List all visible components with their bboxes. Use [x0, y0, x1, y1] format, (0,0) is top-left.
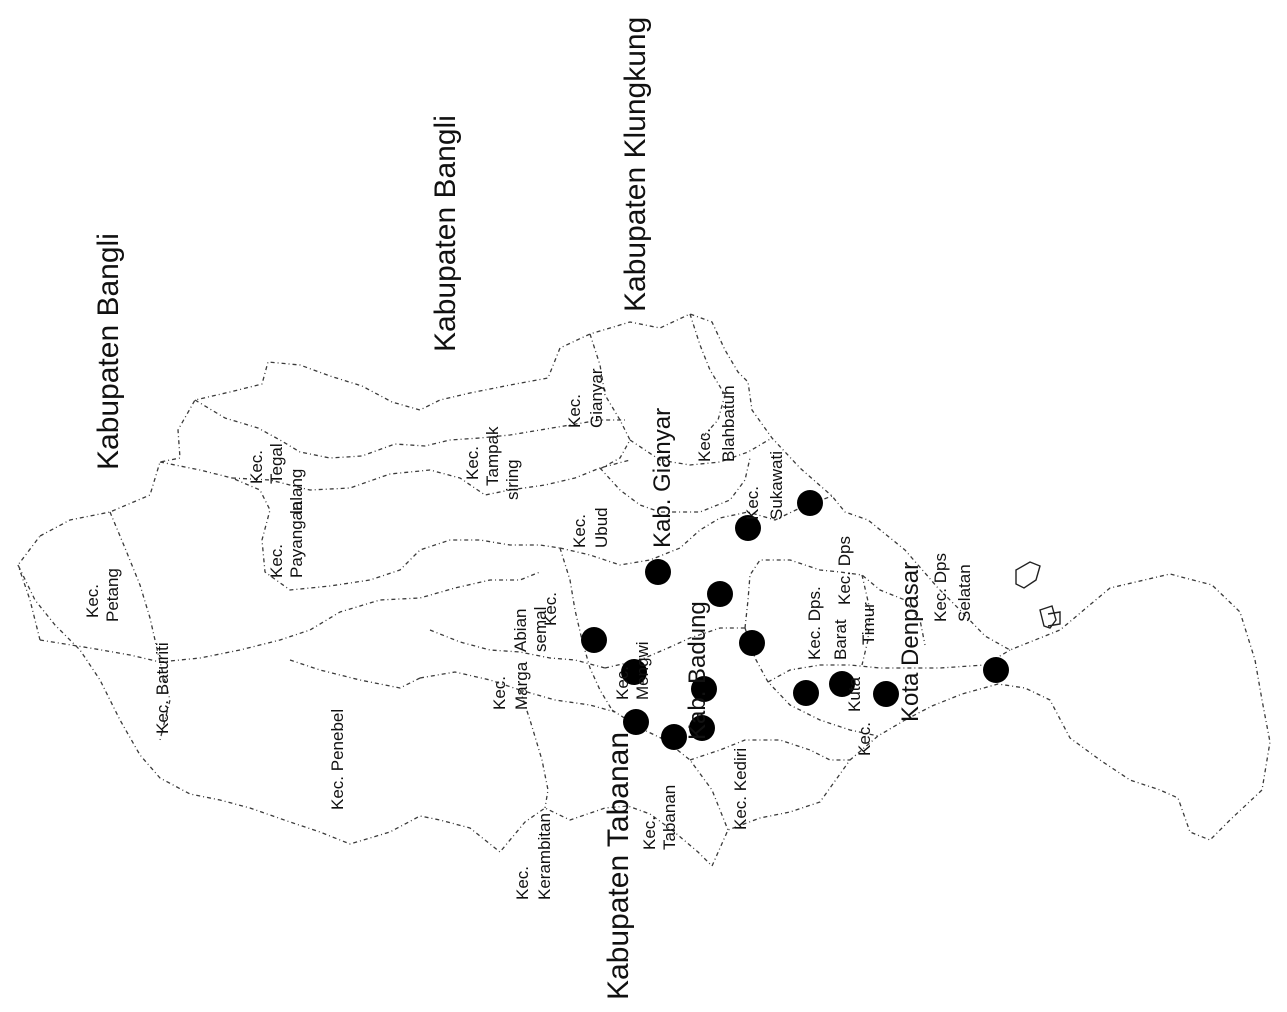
label-kec-blahbatuh: Kec. Blahbatuh [695, 385, 738, 462]
location-marker [829, 671, 855, 697]
regency-labels: Kabupaten Bangli Kabupaten Bangli Kabupa… [92, 17, 924, 1000]
label-kabupaten-tabanan: Kabupaten Tabanan [602, 732, 635, 1000]
location-marker [689, 715, 715, 741]
label-kec-kediri: Kec. Kediri [731, 748, 750, 830]
label-kab-badung: Kab. Badung [684, 601, 711, 740]
boundary-line-17 [744, 627, 879, 737]
label-kec-baturiti: Kec. Baturiti [153, 642, 172, 734]
label-kec-sukawati: Kec. Sukawati [743, 451, 786, 520]
boundary-line-5 [231, 459, 631, 496]
boundary-layer [17, 313, 1271, 867]
boundary-line-21 [689, 739, 850, 761]
islet-shape [1039, 605, 1061, 629]
outer-coastline-boundary [17, 313, 1271, 867]
location-marker [739, 630, 765, 656]
location-marker [735, 515, 761, 541]
label-kec-tampaksiring: Kec. Tampak siring [463, 422, 522, 500]
location-marker [873, 681, 899, 707]
boundary-line-22 [519, 689, 549, 809]
location-marker [793, 680, 819, 706]
boundary-line-18 [767, 649, 1011, 683]
location-marker [691, 676, 717, 702]
label-kec-mengwi: Kec. Mengwi [613, 641, 652, 700]
label-kab-gianyar: Kab. Gianyar [649, 408, 676, 548]
marker-layer [581, 490, 1009, 750]
label-kec-petang: Kec. Petang [83, 568, 122, 622]
location-marker [621, 659, 647, 685]
boundary-line-6 [194, 399, 625, 459]
label-kec-dps-timur: Kec. Dps Timur [835, 531, 878, 645]
location-marker [661, 724, 687, 750]
label-kec-penebel: Kec. Penebel [328, 709, 347, 810]
location-marker [707, 581, 733, 607]
boundary-line-11 [559, 495, 833, 566]
label-kec-tabanan: Kec. Tabanan [640, 785, 679, 850]
boundary-line-7 [589, 333, 631, 471]
label-kec-marga: Kec. Marga [490, 661, 531, 710]
label-kec-dps-selatan: Kec. Dps Selatan [931, 548, 974, 622]
boundary-line-12 [559, 547, 613, 711]
boundary-line-20 [611, 709, 729, 831]
label-kec-payangan: Kec. Payangan [267, 501, 306, 578]
islet-layer [1015, 561, 1061, 629]
location-marker [983, 657, 1009, 683]
location-marker [623, 709, 649, 735]
label-kabupaten-bangli-west: Kabupaten Bangli [92, 233, 125, 470]
label-kota-denpasar: Kota Denpasar [897, 562, 924, 722]
label-kec-gianyar: Kec. Gianyar [565, 368, 606, 428]
boundary-line-2 [109, 511, 171, 741]
location-marker [797, 490, 823, 516]
label-kec-ubud: Kec. Ubud [570, 507, 611, 548]
islet-shape [1015, 561, 1041, 589]
district-labels: Kec. Petang Kec. Baturiti Kec. Penebel K… [83, 368, 974, 900]
label-kec-abiansemal: Kec. Abian semal [511, 587, 560, 652]
label-kec-tegalalang: Kec. Tegal lalang [247, 439, 306, 514]
label-kabupaten-klungkung: Kabupaten Klungkung [619, 17, 652, 312]
boundary-line-14 [419, 671, 616, 713]
boundary-line-19 [861, 574, 871, 666]
label-kec-kuta: Kec. Kuta [845, 676, 874, 756]
location-marker [581, 627, 607, 653]
boundary-line-24 [17, 564, 41, 641]
boundary-line-23 [289, 659, 421, 689]
label-kabupaten-bangli-mid: Kabupaten Bangli [429, 115, 462, 352]
boundary-line-4 [159, 461, 561, 591]
location-marker [645, 559, 671, 585]
label-kec-kerambitan: Kec. Kerambitan [513, 813, 554, 900]
boundary-line-1 [39, 639, 161, 663]
boundary-line-3 [159, 571, 541, 663]
label-kec-dps-barat: Kec. Dps. Barat [805, 582, 850, 660]
boundary-line-10 [599, 457, 751, 513]
